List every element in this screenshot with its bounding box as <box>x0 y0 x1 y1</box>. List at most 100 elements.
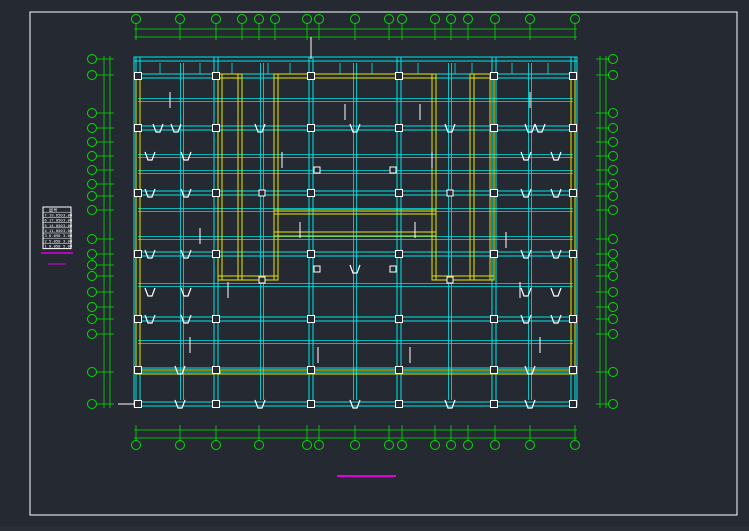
shear-wall <box>570 75 576 373</box>
column <box>569 72 577 80</box>
axis-bubble <box>87 260 97 270</box>
axis-bubble <box>384 14 394 24</box>
axis-bubble <box>314 440 324 450</box>
column <box>212 72 220 80</box>
shear-wall <box>135 75 141 373</box>
axis-bubble <box>570 440 580 450</box>
axis-bubble <box>490 14 500 24</box>
beam-haunch-mark <box>534 123 546 133</box>
beam-haunch-mark <box>170 123 182 133</box>
top-axis-bubbles <box>131 14 580 40</box>
axis-bubble <box>254 440 264 450</box>
shear-wall <box>469 73 475 281</box>
column <box>307 366 315 374</box>
table-row-height: 5.00 <box>63 244 73 249</box>
beam-haunch-mark <box>520 151 532 161</box>
column <box>212 250 220 258</box>
table-row-height: 3.00 <box>63 228 73 233</box>
axis-bubble <box>608 260 618 270</box>
column <box>490 250 498 258</box>
axis-bubble <box>350 440 360 450</box>
axis-bubble <box>87 329 97 339</box>
axis-bubble <box>87 271 97 281</box>
beam-haunch-mark <box>349 399 361 409</box>
leader-ticks <box>169 92 541 363</box>
column <box>307 400 315 408</box>
column <box>134 72 142 80</box>
axis-bubble <box>463 14 473 24</box>
column <box>490 124 498 132</box>
column <box>490 72 498 80</box>
beam-haunch-mark <box>550 151 562 161</box>
axis-bubble <box>463 440 473 450</box>
column <box>307 72 315 80</box>
beam-haunch-mark <box>254 123 266 133</box>
beam-haunch-mark <box>144 151 156 161</box>
column <box>490 189 498 197</box>
beam-haunch-mark <box>144 314 156 324</box>
axis-bubble <box>211 440 221 450</box>
axis-bubble <box>430 440 440 450</box>
axis-bubble <box>608 108 618 118</box>
axis-bubble <box>430 14 440 24</box>
table-row-height: 3.00 <box>63 212 73 217</box>
axis-bubble <box>87 70 97 80</box>
axis-bubble <box>608 137 618 147</box>
table-row-no: 3 <box>45 233 47 238</box>
axis-bubble <box>525 440 535 450</box>
axis-bubble <box>302 440 312 450</box>
column <box>212 124 220 132</box>
shear-wall <box>237 73 243 281</box>
axis-bubble <box>350 14 360 24</box>
column <box>134 366 142 374</box>
axis-bubble <box>608 302 618 312</box>
left-axis-bubbles <box>87 54 114 409</box>
table-row-height: 3.00 <box>63 238 73 243</box>
column <box>395 366 403 374</box>
table-row-no: 2 <box>45 238 47 243</box>
axis-bubble <box>608 151 618 161</box>
column <box>313 166 321 174</box>
axis-bubble <box>314 14 324 24</box>
column <box>395 250 403 258</box>
table-row-no: 7 <box>45 212 47 217</box>
shear-wall <box>431 73 437 281</box>
beam-haunch-mark <box>180 287 192 297</box>
axis-bubble <box>87 179 97 189</box>
axis-bubble <box>608 179 618 189</box>
axis-bubble <box>87 54 97 64</box>
axis-bubble <box>87 367 97 377</box>
axis-bubble <box>87 249 97 259</box>
table-row-elev: 8.050 <box>49 233 61 238</box>
beam-haunch-mark <box>174 399 186 409</box>
axis-bubble <box>608 234 618 244</box>
shear-wall <box>273 73 437 79</box>
axis-bubble <box>87 205 97 215</box>
shear-wall <box>273 231 437 237</box>
column <box>389 166 397 174</box>
column <box>569 400 577 408</box>
table-row-elev: 5.050 <box>49 238 61 243</box>
drawing-frame <box>29 11 738 516</box>
shear-wall <box>217 275 279 281</box>
shear-wall <box>217 73 223 281</box>
axis-bubble <box>87 287 97 297</box>
column <box>307 189 315 197</box>
table-row-elev: 17.050 <box>49 218 63 223</box>
column <box>307 315 315 323</box>
beam-haunch-mark <box>444 399 456 409</box>
beam-haunch-mark <box>180 314 192 324</box>
beam-haunch-mark <box>524 399 536 409</box>
axis-bubble <box>570 14 580 24</box>
column <box>307 250 315 258</box>
axis-bubble <box>175 440 185 450</box>
table-row-height: 3.00 <box>63 223 73 228</box>
column <box>307 124 315 132</box>
beam-haunch-mark <box>144 287 156 297</box>
column <box>569 250 577 258</box>
shear-wall <box>431 275 495 281</box>
beam-haunch-mark <box>520 249 532 259</box>
axis-bubble <box>211 14 221 24</box>
axis-bubble <box>608 191 618 201</box>
